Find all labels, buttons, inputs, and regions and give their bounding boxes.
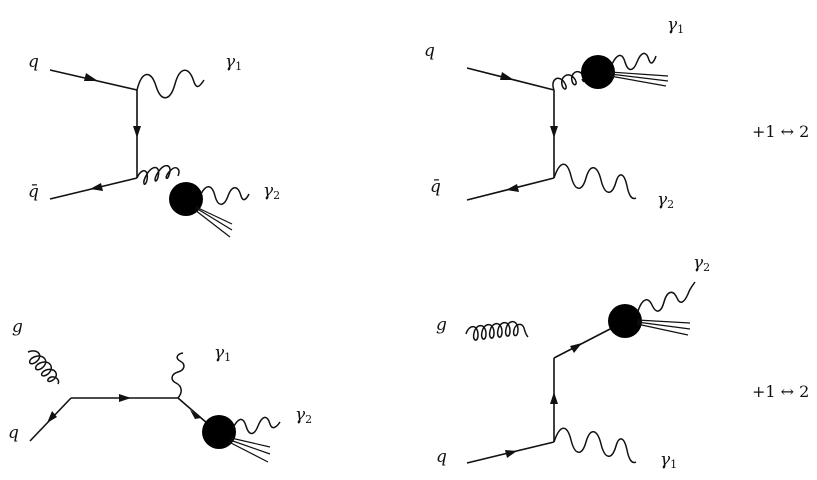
jet-line [636,319,691,324]
label-quark: q [8,423,19,443]
label-photon-1: γ1 [214,343,231,364]
quark-arrow [47,411,57,423]
antiquark-arrow [506,184,519,192]
photon-1-line [553,427,637,464]
photon-2-line [200,186,250,205]
jet-line [195,207,233,231]
label-quark: q [424,41,435,61]
label-quark: q [28,52,39,72]
jet-line [228,441,269,463]
antiquark-arrow [90,183,103,191]
quark-arrow [500,72,514,80]
jet-line [636,321,691,330]
label-gluon: g [12,317,23,337]
label-photon-1: γ1 [660,450,677,471]
label-photon-1: γ1 [225,52,242,73]
quark-out-arrow [570,343,582,353]
gluon-line [136,164,180,186]
jet-line [609,71,669,77]
jet-line [195,206,233,225]
photon-2-line [637,281,696,312]
photon-2-line [611,52,657,71]
quark-line-out [553,327,613,359]
propagator-arrow [133,126,141,138]
fragmentation-blob [581,55,615,89]
propagator-arrow [550,392,558,404]
jet-line [230,437,271,448]
label-photon-1: γ1 [667,15,684,36]
diagram-qqbar-fragmentation-right: q q̄ γ1 γ2 +1 ↔ 2 [424,15,809,211]
jet-line [609,73,669,82]
label-antiquark: q̄ [430,177,441,197]
jet-line [609,75,667,87]
jet-line [194,209,231,238]
fragmentation-blob [608,304,642,338]
label-photon-2: γ2 [295,405,312,426]
jet-line [636,323,689,336]
photon-1-line [136,69,205,99]
swap-note: +1 ↔ 2 [752,122,809,141]
label-antiquark: q̄ [28,182,39,202]
fragmentation-blob [202,415,236,449]
propagator-arrow [119,394,131,402]
photon-1-line [171,352,185,399]
diagram-qg-fragmentation-right: g q γ2 γ1 +1 ↔ 2 [436,253,809,471]
gluon-line [552,70,586,91]
quark-arrow [505,450,517,458]
label-gluon: g [436,315,447,335]
gluon-line [465,320,529,341]
quark-out-arrow [190,410,201,419]
label-photon-2: γ2 [693,253,710,274]
gluon-line [27,350,60,385]
swap-note: +1 ↔ 2 [752,382,809,401]
photon-2-line [232,416,281,435]
diagram-qg-fragmentation-left: g q γ1 γ2 [8,317,312,463]
fragmentation-blob [169,182,203,216]
propagator-arrow [550,126,558,138]
label-quark: q [436,447,447,467]
photon-1-line [553,163,637,200]
label-photon-2: γ2 [263,181,280,202]
jet-line [229,439,271,455]
label-photon-2: γ2 [657,190,674,211]
quark-arrow [84,73,98,81]
diagram-qqbar-fragmentation-left: q q̄ γ1 γ2 [28,52,280,238]
